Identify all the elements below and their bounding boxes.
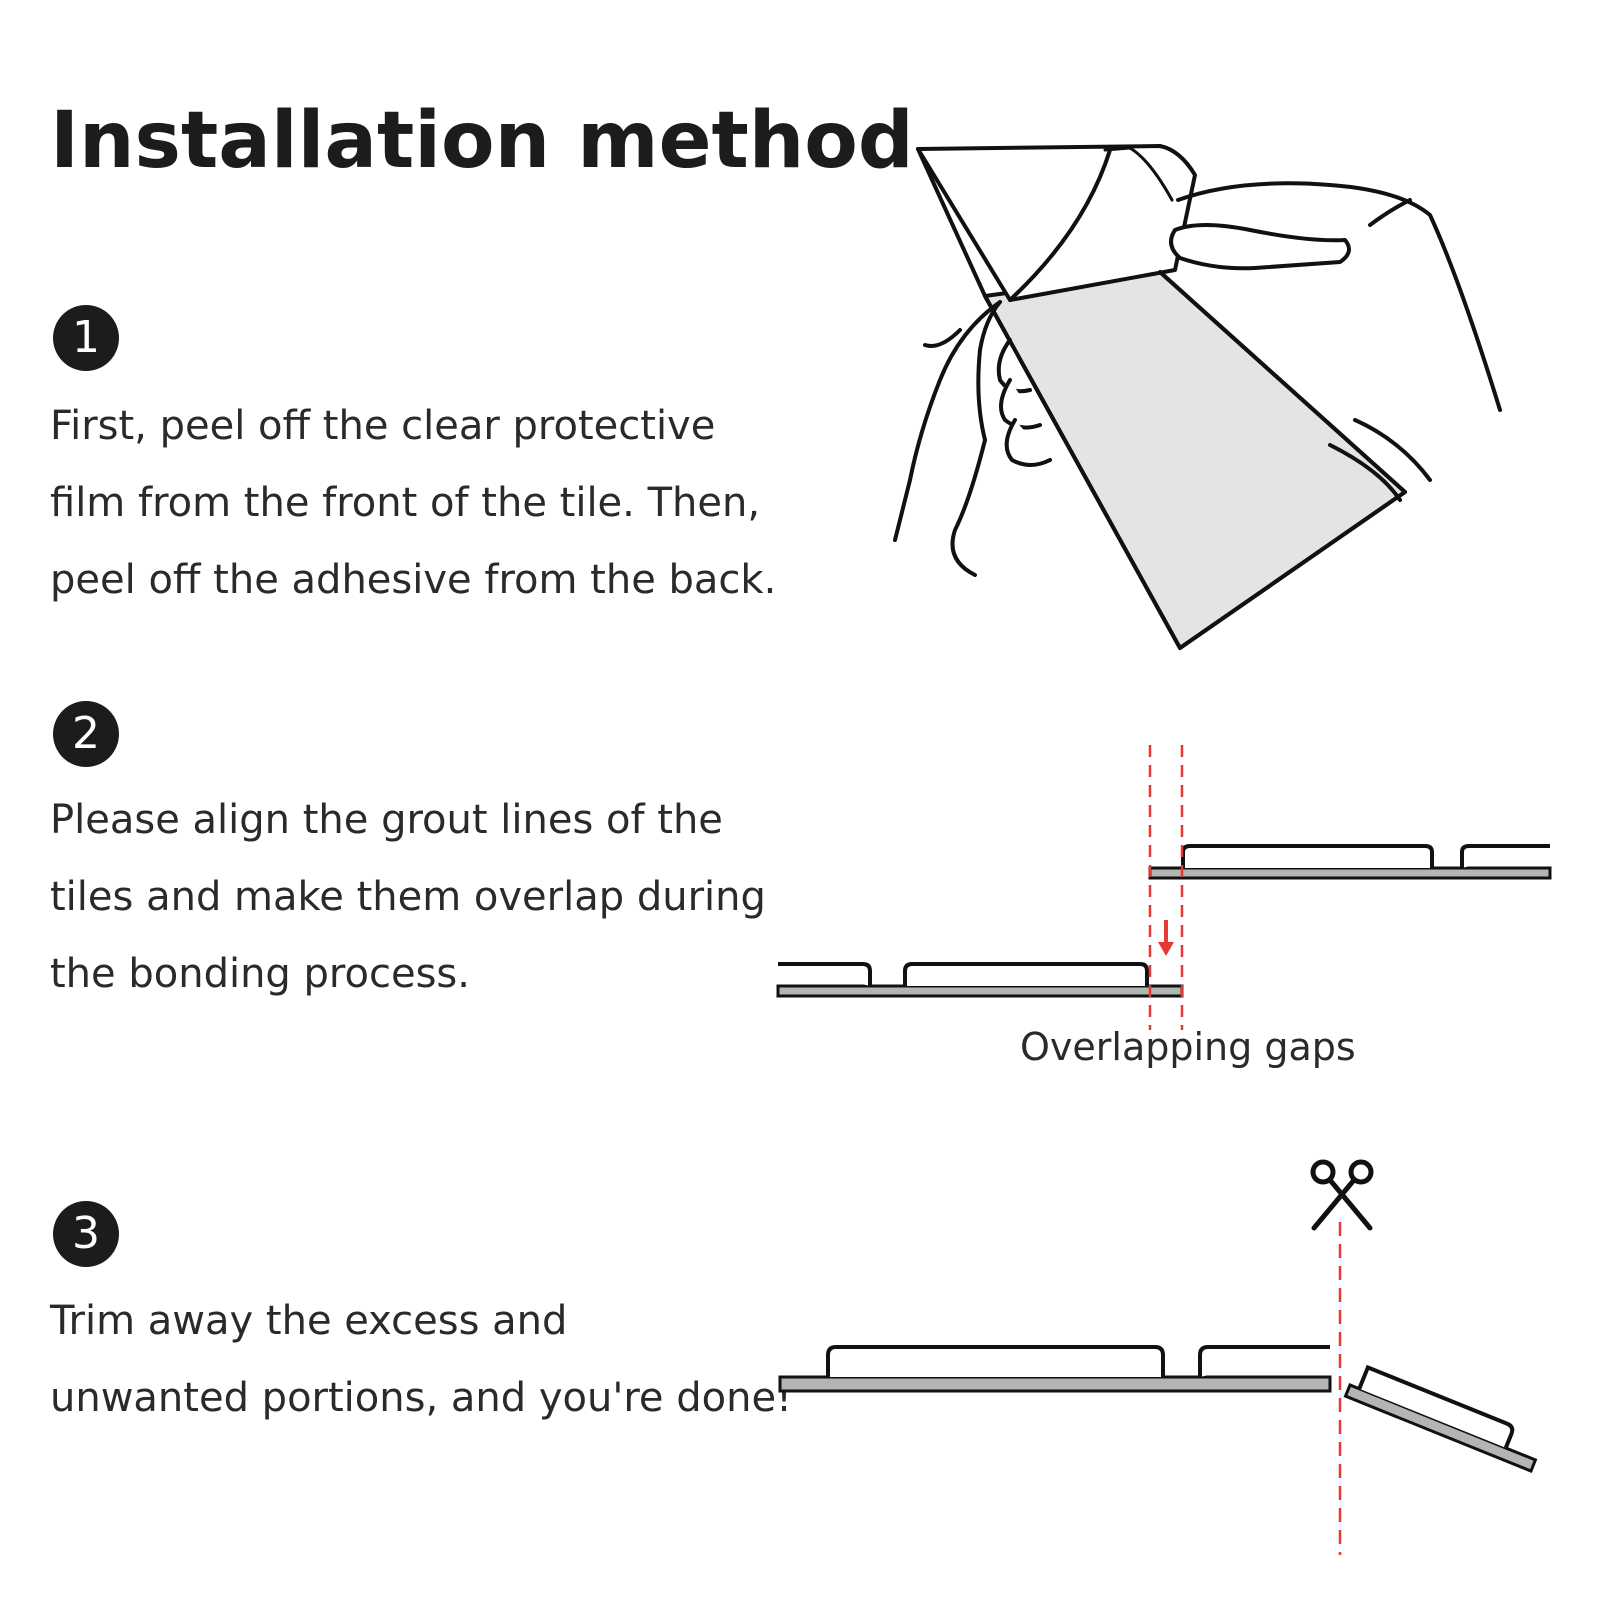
- down-arrow-icon: [1158, 920, 1174, 956]
- step-3-line-2: unwanted portions, and you're done!: [50, 1375, 793, 1421]
- step-3-badge: 3: [53, 1201, 119, 1267]
- left-finger-2: [999, 378, 1042, 430]
- right-thumb: [1169, 223, 1351, 271]
- tile-outline: [916, 147, 1407, 650]
- lower-base-strip: [776, 984, 1184, 998]
- scissors-icon: [1310, 1159, 1374, 1231]
- trim-tile-1: [826, 1345, 1165, 1377]
- step-2-line-2: tiles and make them overlap during: [50, 874, 766, 920]
- trim-base-strip: [778, 1375, 1332, 1393]
- step-1-line-1: First, peel off the clear protective: [50, 403, 716, 449]
- step-3-text: Trim away the excess and unwanted portio…: [50, 1283, 793, 1437]
- page-title: Installation method: [50, 96, 914, 186]
- right-finger-1: [1353, 418, 1432, 482]
- right-knuckle: [1368, 198, 1412, 227]
- step-1-line-3: peel off the adhesive from the back.: [50, 557, 777, 603]
- left-thumb: [923, 328, 962, 348]
- step-2-badge: 2: [53, 701, 119, 767]
- left-finger-3: [1004, 418, 1052, 467]
- trim-illustration: [778, 1159, 1538, 1555]
- step-1-text: First, peel off the clear protective fil…: [50, 388, 790, 619]
- right-finger-2: [1328, 443, 1402, 502]
- upper-tile-1: [1181, 844, 1434, 868]
- upper-tile-2: [1460, 844, 1550, 868]
- overlap-illustration: [776, 745, 1552, 1030]
- right-hand-outline: [1176, 181, 1502, 412]
- cut-off-piece: [1343, 1364, 1538, 1474]
- step-3-line-1: Trim away the excess and: [50, 1298, 568, 1344]
- lower-tile-2: [903, 962, 1149, 986]
- step-1-badge: 1: [53, 305, 119, 371]
- film-fold: [1008, 148, 1112, 302]
- overlap-caption: Overlapping gaps: [1020, 1025, 1356, 1069]
- step-1-line-2: film from the front of the tile. Then,: [50, 480, 761, 526]
- left-wrist: [950, 438, 987, 577]
- lower-tile-1: [778, 962, 872, 986]
- left-palm: [976, 300, 1002, 442]
- step-2-line-1: Please align the grout lines of the: [50, 797, 723, 843]
- left-hand-outline: [893, 300, 1002, 542]
- left-finger-1: [996, 338, 1032, 394]
- film-edge: [1103, 146, 1174, 202]
- trim-tile-2: [1198, 1345, 1330, 1377]
- step-2-line-3: the bonding process.: [50, 951, 470, 997]
- step-2-text: Please align the grout lines of the tile…: [50, 782, 790, 1013]
- peeling-illustration: [893, 144, 1502, 650]
- upper-base-strip: [1148, 866, 1552, 880]
